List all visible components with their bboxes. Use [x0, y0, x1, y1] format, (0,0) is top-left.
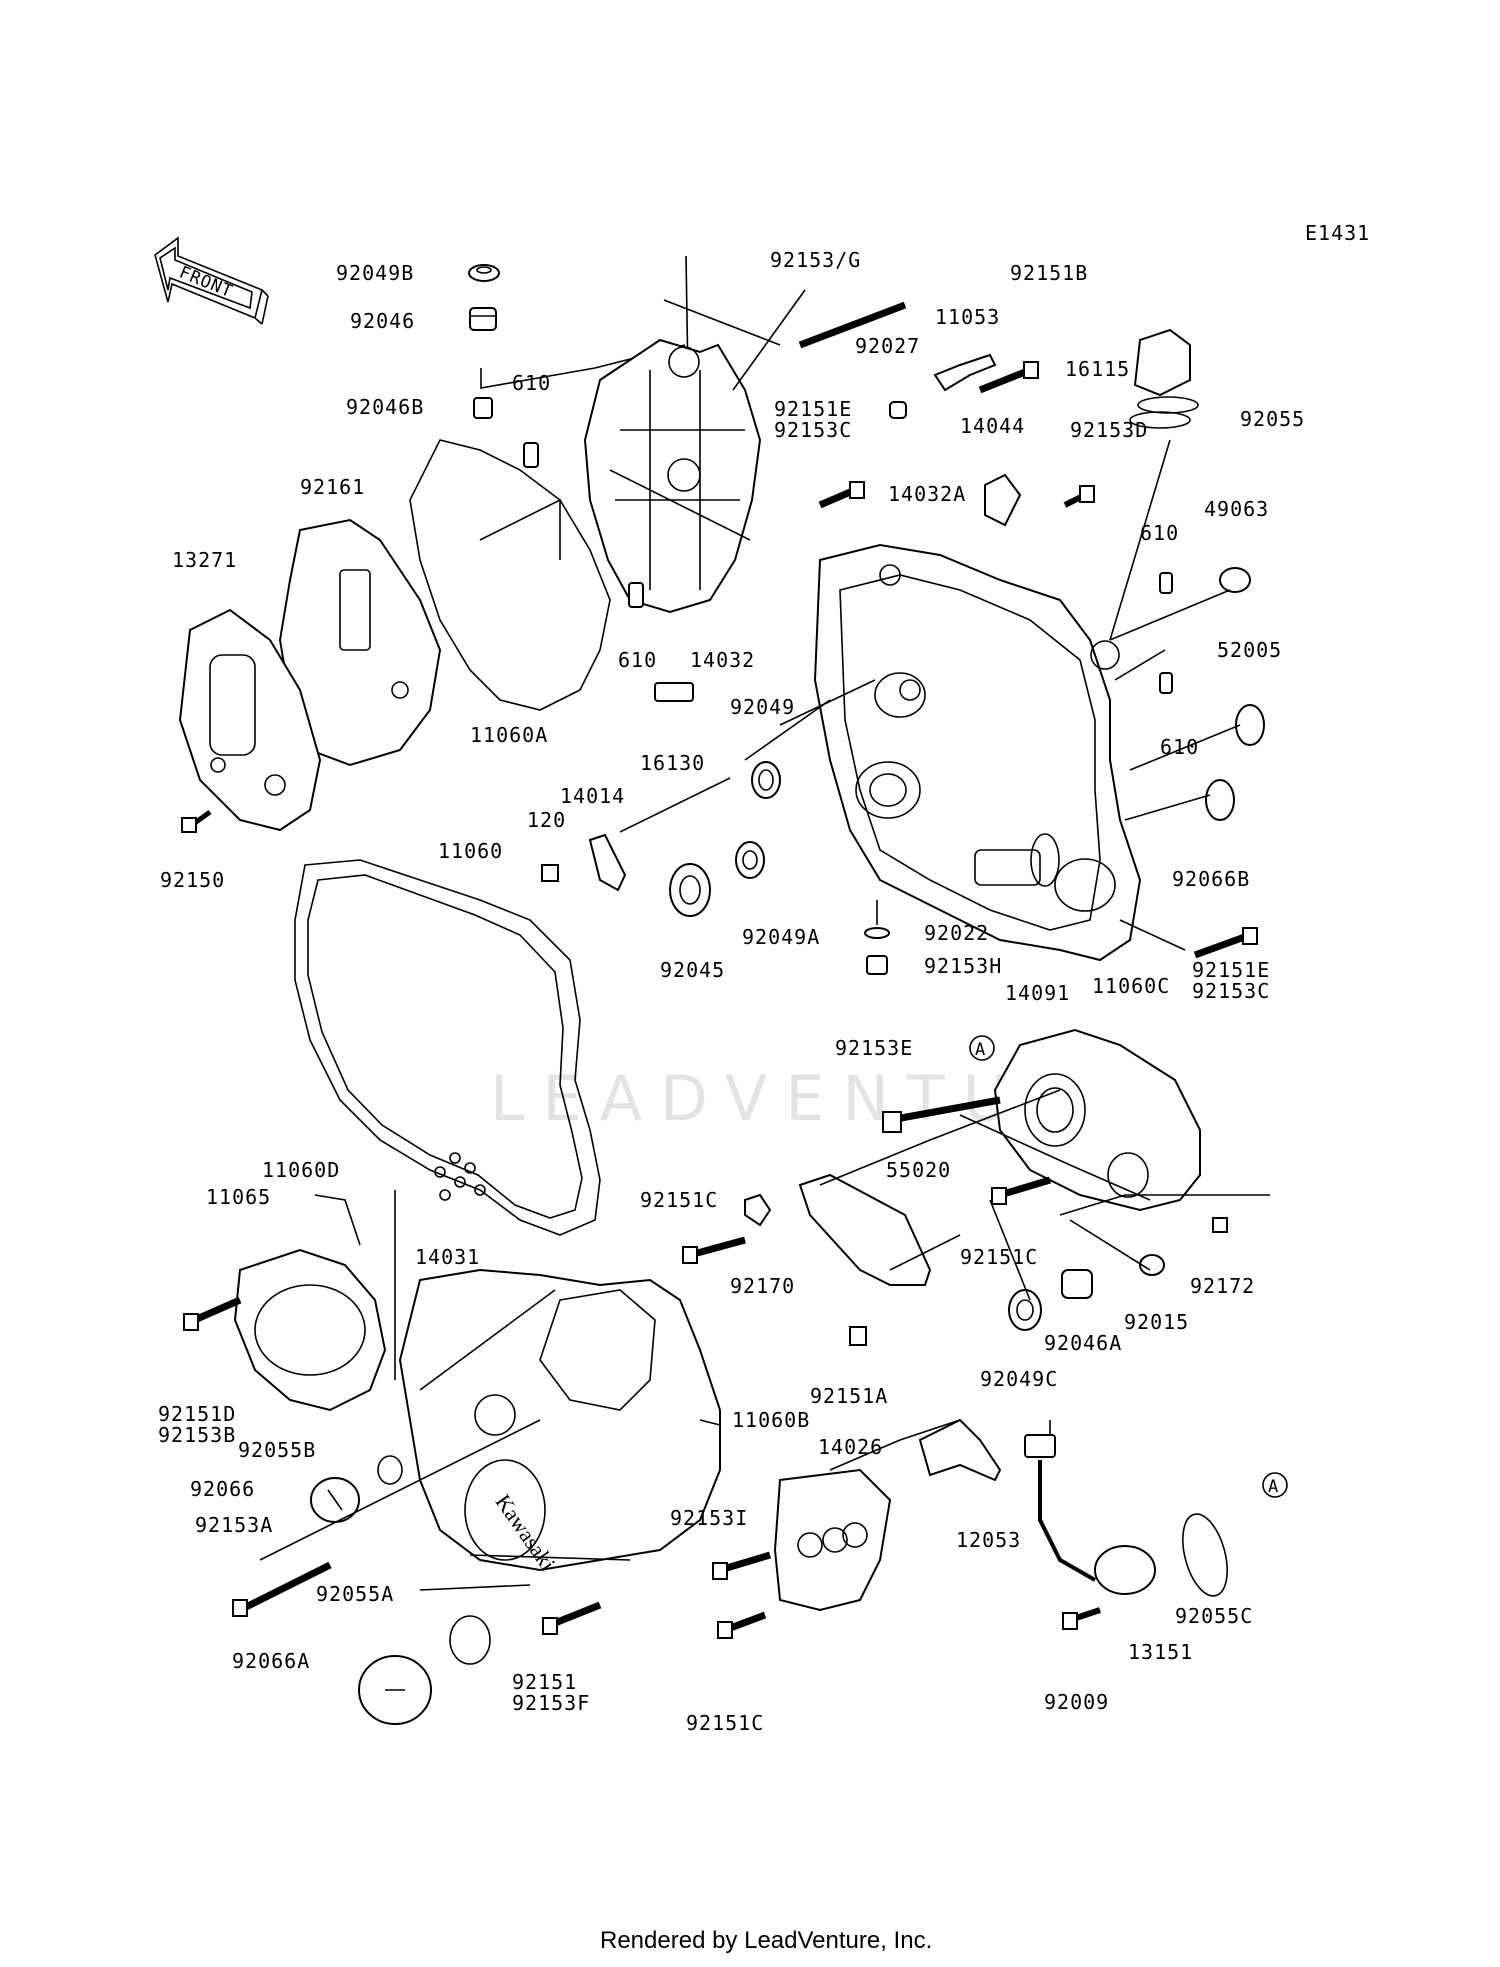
label-610-c: 610: [1140, 521, 1179, 545]
footer-credit: Rendered by LeadVenture, Inc.: [600, 1927, 932, 1954]
label-92049: 92049: [730, 695, 795, 719]
label-92151C: 92151C: [640, 1188, 718, 1212]
generator-cover-group: Kawasaki: [183, 1190, 721, 1725]
label-92046: 92046: [350, 309, 415, 333]
label-14032A: 14032A: [888, 482, 966, 506]
label-92055C: 92055C: [1175, 1604, 1253, 1628]
label-120: 120: [527, 808, 566, 832]
label-92055: 92055: [1240, 407, 1305, 431]
label-610-d: 610: [1160, 735, 1199, 759]
label-92153E: 92153E: [835, 1036, 913, 1060]
label-92151D: 92151D: [158, 1402, 236, 1426]
label-92027: 92027: [855, 334, 920, 358]
label-92153C-b: 92153C: [1192, 979, 1270, 1003]
label-11060: 11060: [438, 839, 503, 863]
callout-a-label: A: [975, 1040, 986, 1060]
label-610-b: 610: [618, 648, 657, 672]
label-14031: 14031: [415, 1245, 480, 1269]
label-92153A: 92153A: [195, 1513, 273, 1537]
label-92055A: 92055A: [316, 1582, 394, 1606]
gasket-group: [294, 859, 601, 1236]
label-13151: 13151: [1128, 1640, 1193, 1664]
label-92170: 92170: [730, 1274, 795, 1298]
label-92153I: 92153I: [670, 1506, 748, 1530]
label-92046A: 92046A: [1044, 1331, 1122, 1355]
label-92066A: 92066A: [232, 1649, 310, 1673]
label-12053: 12053: [956, 1528, 1021, 1552]
label-14044: 14044: [960, 414, 1025, 438]
label-11065: 11065: [206, 1185, 271, 1209]
callout-a-circle-2: [1262, 1472, 1288, 1498]
label-92022: 92022: [924, 921, 989, 945]
label-92049B: 92049B: [336, 261, 414, 285]
label-92049C: 92049C: [980, 1367, 1058, 1391]
label-92151E: 92151E: [774, 397, 852, 421]
diagram-code: E1431: [1305, 221, 1370, 245]
label-92009: 92009: [1044, 1690, 1109, 1714]
label-92153G: 92153/G: [770, 248, 861, 272]
label-11053: 11053: [935, 305, 1000, 329]
label-92151C-b: 92151C: [960, 1245, 1038, 1269]
label-49063: 49063: [1204, 497, 1269, 521]
label-52005: 52005: [1217, 638, 1282, 662]
label-92151A: 92151A: [810, 1384, 888, 1408]
clutch-cover-group: [541, 289, 1265, 975]
label-92049A: 92049A: [742, 925, 820, 949]
label-92015: 92015: [1124, 1310, 1189, 1334]
label-13271: 13271: [172, 548, 237, 572]
label-16130: 16130: [640, 751, 705, 775]
label-11060D: 11060D: [262, 1158, 340, 1182]
label-92153B: 92153B: [158, 1423, 236, 1447]
callout-a-circle: [969, 1035, 995, 1061]
lower-right-group: A: [682, 1028, 1288, 1639]
label-92153C: 92153C: [774, 418, 852, 442]
label-55020: 55020: [886, 1158, 951, 1182]
label-92153F: 92153F: [512, 1691, 590, 1715]
front-arrow-icon: FRONT: [154, 236, 269, 325]
label-92045: 92045: [660, 958, 725, 982]
cover-cap-group: [178, 255, 781, 833]
label-92055B: 92055B: [238, 1438, 316, 1462]
label-92046B: 92046B: [346, 395, 424, 419]
label-610: 610: [512, 371, 551, 395]
label-14014: 14014: [560, 784, 625, 808]
label-14091: 14091: [1005, 981, 1070, 1005]
label-92151: 92151: [512, 1670, 577, 1694]
label-92151B: 92151B: [1010, 261, 1088, 285]
label-92150: 92150: [160, 868, 225, 892]
label-92153H: 92153H: [924, 954, 1002, 978]
label-16115: 16115: [1065, 357, 1130, 381]
label-92153D: 92153D: [1070, 418, 1148, 442]
label-92066: 92066: [190, 1477, 255, 1501]
label-11060A: 11060A: [470, 723, 548, 747]
callout-a-label-2: A: [1268, 1477, 1279, 1497]
front-label: FRONT: [176, 263, 236, 303]
label-14026: 14026: [818, 1435, 883, 1459]
label-14032: 14032: [690, 648, 755, 672]
label-92172: 92172: [1190, 1274, 1255, 1298]
label-92161: 92161: [300, 475, 365, 499]
label-11060B: 11060B: [732, 1408, 810, 1432]
label-92151E-b: 92151E: [1192, 958, 1270, 982]
label-92066B: 92066B: [1172, 867, 1250, 891]
part-labels: 92049B 92046 92046B 610 92161 13271 9215…: [158, 248, 1305, 1735]
label-92151C-c: 92151C: [686, 1711, 764, 1735]
label-11060C: 11060C: [1092, 974, 1170, 998]
